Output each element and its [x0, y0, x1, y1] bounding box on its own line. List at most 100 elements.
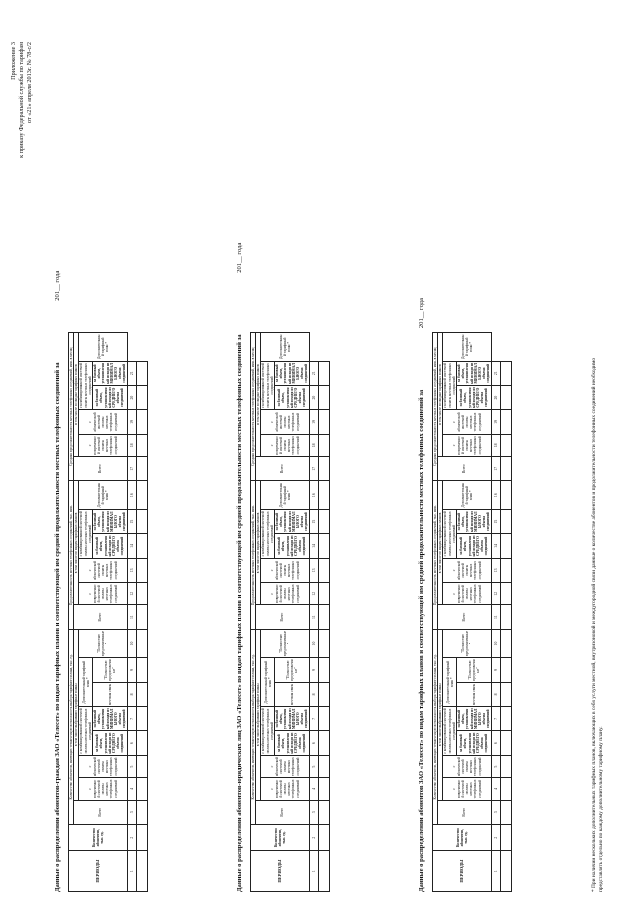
data-cell[interactable] — [136, 385, 148, 410]
data-cell[interactable] — [500, 434, 512, 457]
base-average-header: за базовый объем, установленный исходя и… — [92, 730, 128, 756]
data-cell[interactable] — [500, 800, 512, 825]
data-cell[interactable] — [136, 850, 148, 892]
combined-header: с комбинированной системой оплаты местны… — [78, 509, 93, 559]
data-cell[interactable] — [318, 480, 330, 510]
data-cell[interactable] — [318, 629, 330, 658]
data-cell[interactable] — [500, 361, 512, 386]
data-cell[interactable] — [318, 582, 330, 605]
data-cell[interactable] — [500, 582, 512, 605]
data-cell[interactable] — [500, 456, 512, 481]
data-cell[interactable] — [500, 509, 512, 534]
column-number: 20 — [127, 385, 137, 410]
data-cell[interactable] — [500, 850, 512, 892]
data-cell[interactable] — [318, 604, 330, 630]
data-cell[interactable] — [500, 730, 512, 756]
data-cell[interactable] — [136, 533, 148, 559]
data-cell[interactable] — [136, 730, 148, 756]
data-cell[interactable] — [136, 480, 148, 510]
data-cell[interactable] — [318, 385, 330, 410]
data-cell[interactable] — [136, 434, 148, 457]
column-number: 8 — [491, 682, 501, 707]
column-number: 5 — [491, 755, 501, 778]
data-cell[interactable] — [318, 824, 330, 851]
prepaid-header: "Полностью предоплаченные" — [78, 629, 128, 658]
data-cell[interactable] — [318, 533, 330, 559]
time-based-header: с повременной системой оплаты местных те… — [260, 777, 310, 801]
data-cell[interactable] — [500, 777, 512, 801]
time-based-header: с повременной системой оплаты местных те… — [442, 777, 492, 801]
data-cell[interactable] — [136, 629, 148, 658]
additional-plan-header: Дополнительный тарифный план * — [260, 657, 275, 707]
data-cell[interactable] — [136, 706, 148, 731]
data-cell[interactable] — [500, 480, 512, 510]
base-minimum-header: за базовый объем, установленный исходя и… — [274, 706, 310, 731]
data-cell[interactable] — [136, 582, 148, 605]
total-header: Всего — [73, 456, 128, 481]
data-cell[interactable] — [318, 434, 330, 457]
data-cell[interactable] — [318, 755, 330, 778]
column-number: 18 — [127, 434, 137, 457]
data-cell[interactable] — [136, 657, 148, 683]
time-based-header: с повременной системой оплаты местных те… — [260, 434, 310, 457]
data-cell[interactable] — [136, 800, 148, 825]
data-cell[interactable] — [318, 706, 330, 731]
data-cell[interactable] — [136, 409, 148, 435]
prepaid-sub-header: "Полностью предоплаченные" — [456, 657, 492, 683]
column-number: 21 — [491, 361, 501, 386]
data-cell[interactable] — [136, 558, 148, 583]
data-cell[interactable] — [318, 558, 330, 583]
data-cell[interactable] — [500, 385, 512, 410]
data-cell[interactable] — [136, 509, 148, 534]
data-cell[interactable] — [500, 604, 512, 630]
data-cell[interactable] — [318, 777, 330, 801]
column-number: 8 — [309, 682, 319, 707]
column-number: 16 — [491, 480, 501, 510]
data-cell[interactable] — [136, 604, 148, 630]
data-cell[interactable] — [318, 730, 330, 756]
data-cell[interactable] — [500, 682, 512, 707]
data-cell[interactable] — [136, 755, 148, 778]
column-number: 1 — [127, 850, 137, 892]
base-average-header: за базовый объем, установленный исходя и… — [92, 533, 128, 559]
data-cell[interactable] — [318, 361, 330, 386]
data-cell[interactable] — [136, 777, 148, 801]
column-number: 16 — [127, 480, 137, 510]
data-cell[interactable] — [500, 657, 512, 683]
data-cell[interactable] — [318, 509, 330, 534]
base-average-header: за базовый объем, установленный исходя и… — [274, 385, 310, 410]
data-cell[interactable] — [500, 533, 512, 559]
column-number: 9 — [491, 657, 501, 683]
data-cell[interactable] — [136, 682, 148, 707]
data-cell[interactable] — [318, 657, 330, 683]
data-cell[interactable] — [500, 558, 512, 583]
combined-header: с комбинированной системой оплаты местны… — [260, 706, 275, 756]
data-cell[interactable] — [318, 456, 330, 481]
additional-plan-header: Дополнительный тарифный план * — [260, 480, 310, 510]
count-group-header: Количество абонентов, имеющих техническу… — [250, 629, 256, 825]
total-header: Всего — [437, 604, 492, 630]
table-caption-2: Данные о распределении абонентов-юридиче… — [236, 243, 243, 892]
data-cell[interactable] — [136, 824, 148, 851]
data-cell[interactable] — [136, 456, 148, 481]
appendix-date: от «21» апреля 2013г. № 78-с/2 — [26, 42, 33, 124]
subscription-header: с абонентской системой оплаты местных те… — [260, 409, 310, 435]
data-cell[interactable] — [500, 755, 512, 778]
data-cell[interactable] — [500, 629, 512, 658]
data-cell[interactable] — [318, 850, 330, 892]
column-number: 9 — [127, 657, 137, 683]
data-cell[interactable] — [318, 800, 330, 825]
local-network-header: местная связь — [274, 682, 310, 707]
time-based-header: с повременной системой оплаты местных те… — [442, 582, 492, 605]
column-number: 13 — [309, 558, 319, 583]
data-cell[interactable] — [136, 361, 148, 386]
column-number: 3 — [491, 800, 501, 825]
data-cell[interactable] — [500, 824, 512, 851]
total-header: Всего — [255, 604, 310, 630]
data-cell[interactable] — [318, 409, 330, 435]
data-cell[interactable] — [500, 706, 512, 731]
column-number: 19 — [127, 409, 137, 435]
data-cell[interactable] — [500, 409, 512, 435]
data-cell[interactable] — [318, 682, 330, 707]
combined-header: с комбинированной системой оплаты местны… — [442, 509, 457, 559]
